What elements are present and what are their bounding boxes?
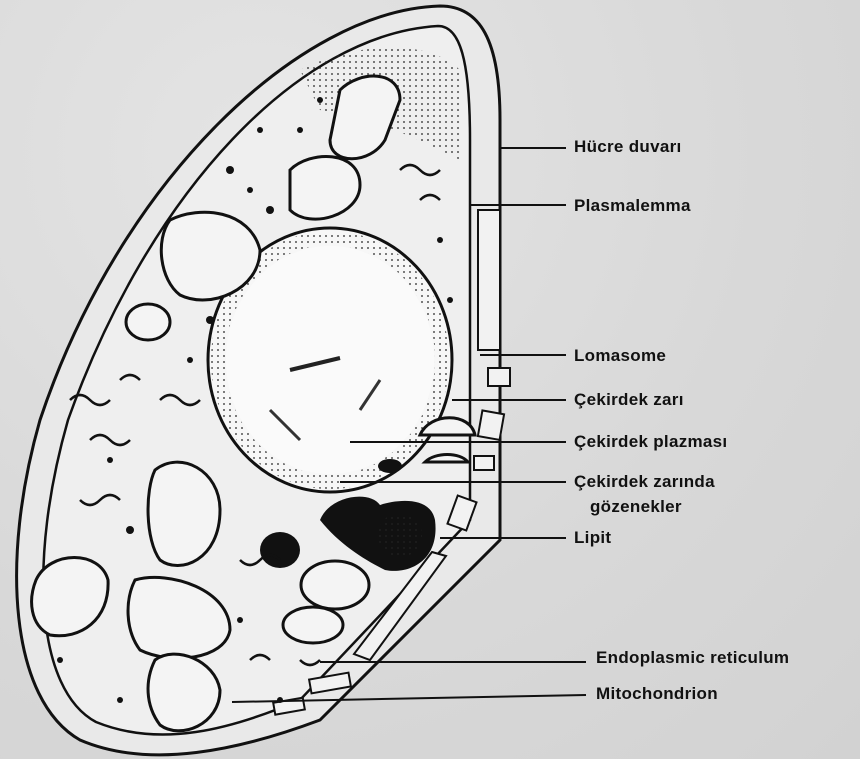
label-endoplasmic-reticulum: Endoplasmic reticulum bbox=[596, 648, 789, 668]
label-nuclear-pores-line2: gözenekler bbox=[590, 497, 682, 517]
label-mitochondrion: Mitochondrion bbox=[596, 684, 718, 704]
label-lomasome: Lomasome bbox=[574, 346, 666, 366]
label-nucleoplasm: Çekirdek plazması bbox=[574, 432, 727, 452]
label-lipid: Lipit bbox=[574, 528, 611, 548]
label-plasmalemma: Plasmalemma bbox=[574, 196, 691, 216]
label-nuclear-pores-line1: Çekirdek zarında bbox=[574, 472, 715, 492]
label-cell-wall: Hücre duvarı bbox=[574, 137, 682, 157]
label-nuclear-envelope: Çekirdek zarı bbox=[574, 390, 684, 410]
